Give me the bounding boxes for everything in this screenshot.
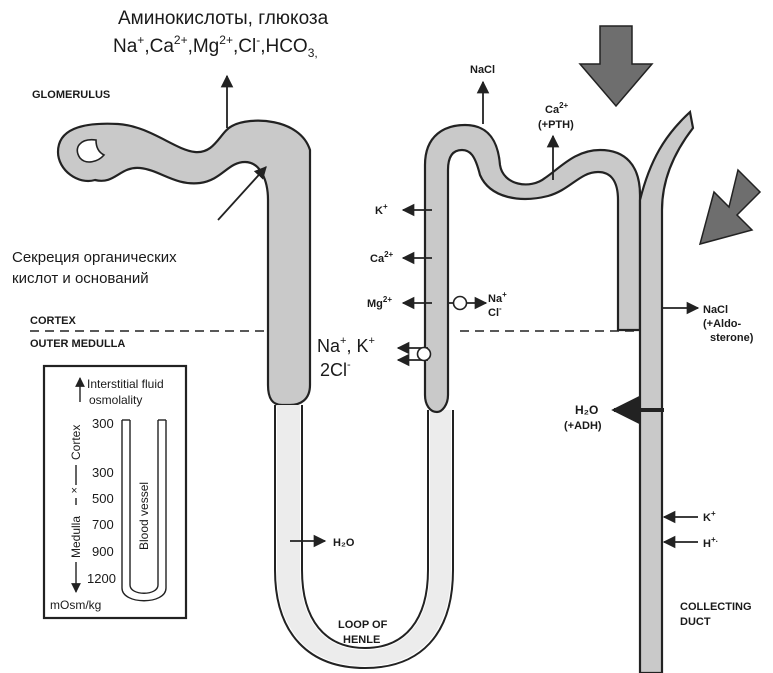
loop-label-line1: LOOP OF [338, 619, 388, 631]
collecting-label-line1: COLLECTING [680, 601, 752, 613]
ion-ca-sup: 2+ [174, 33, 188, 47]
aldo-label-line2: sterone) [710, 332, 754, 344]
ascending-limb [425, 125, 640, 412]
inset-value-300-top: 300 [92, 416, 114, 431]
pth-label: (+PTH) [538, 119, 574, 131]
header-ions-text: Na+,Ca2+,Mg2+,Cl-,HCO3, [113, 33, 318, 60]
mg-label: Mg2+ [367, 295, 392, 310]
nacl-top-label: NaCl [470, 64, 495, 76]
symporter-upper [454, 297, 467, 310]
na-k-big-label: Na+, K+ [317, 335, 375, 356]
symporter-lower [418, 348, 431, 361]
cl-symport-label: Cl- [488, 304, 502, 319]
two-cl-big-label: 2Cl- [320, 359, 351, 380]
secretion-label-line1: Секреция органических [12, 249, 177, 266]
glomerulus-label: GLOMERULUS [32, 89, 110, 101]
callout-arrow-down [580, 26, 652, 106]
ca-label: Ca2+ [370, 250, 394, 265]
cortex-label: CORTEX [30, 315, 77, 327]
k-collecting-label: K+ [703, 509, 716, 524]
ion-na: Na [113, 36, 138, 57]
na-symport-label: Na+ [488, 290, 507, 305]
inset-units: mOsm/kg [50, 598, 101, 612]
nacl-collecting-label: NaCl [703, 304, 728, 316]
header-amino-text: Аминокислоты, глюкоза [118, 8, 329, 29]
collecting-label-line2: DUCT [680, 616, 711, 628]
h2o-adh-label: H₂O [575, 403, 598, 417]
ion-mg: ,Mg [188, 36, 220, 57]
inset-cortex-label: Cortex [69, 425, 83, 460]
inset-title-line2: osmolality [89, 393, 142, 407]
inset-value-700: 700 [92, 517, 114, 532]
ion-hco: ,HCO [260, 36, 308, 57]
ion-ca: ,Ca [144, 36, 174, 57]
outer-medulla-label: OUTER MEDULLA [30, 338, 125, 350]
osmolality-inset: Interstitial fluid osmolality Cortex × M… [44, 366, 186, 618]
inset-value-300: 300 [92, 465, 114, 480]
loop-of-henle-thin-inner [302, 405, 428, 648]
inset-title-line1: Interstitial fluid [87, 377, 164, 391]
collecting-duct [640, 112, 693, 673]
inset-value-500: 500 [92, 491, 114, 506]
inset-value-1200: 1200 [87, 571, 116, 586]
ion-na-sup: + [137, 33, 144, 47]
h2o-descending-label: H₂O [333, 537, 355, 549]
loop-label-line2: HENLE [343, 634, 380, 646]
inset-axis-cross: × [71, 485, 77, 497]
callout-arrow-diagonal [700, 170, 760, 244]
inset-value-900: 900 [92, 544, 114, 559]
ion-mg-sup: 2+ [219, 33, 233, 47]
adh-label: (+ADH) [564, 420, 602, 432]
inset-medulla-label: Medulla [69, 516, 83, 558]
secretion-label-line2: кислот и оснований [12, 270, 149, 287]
ion-cl: ,Cl [233, 36, 256, 57]
ca-pth-label: Ca2+ [545, 101, 569, 116]
aldo-label-line1: (+Aldo- [703, 318, 742, 330]
arrow-secretion [218, 167, 266, 220]
blood-vessel-label: Blood vessel [137, 482, 151, 550]
ion-hco-sub: 3, [308, 46, 318, 60]
h-collecting-label: H+. [703, 535, 718, 550]
k-label: K+ [375, 202, 388, 217]
